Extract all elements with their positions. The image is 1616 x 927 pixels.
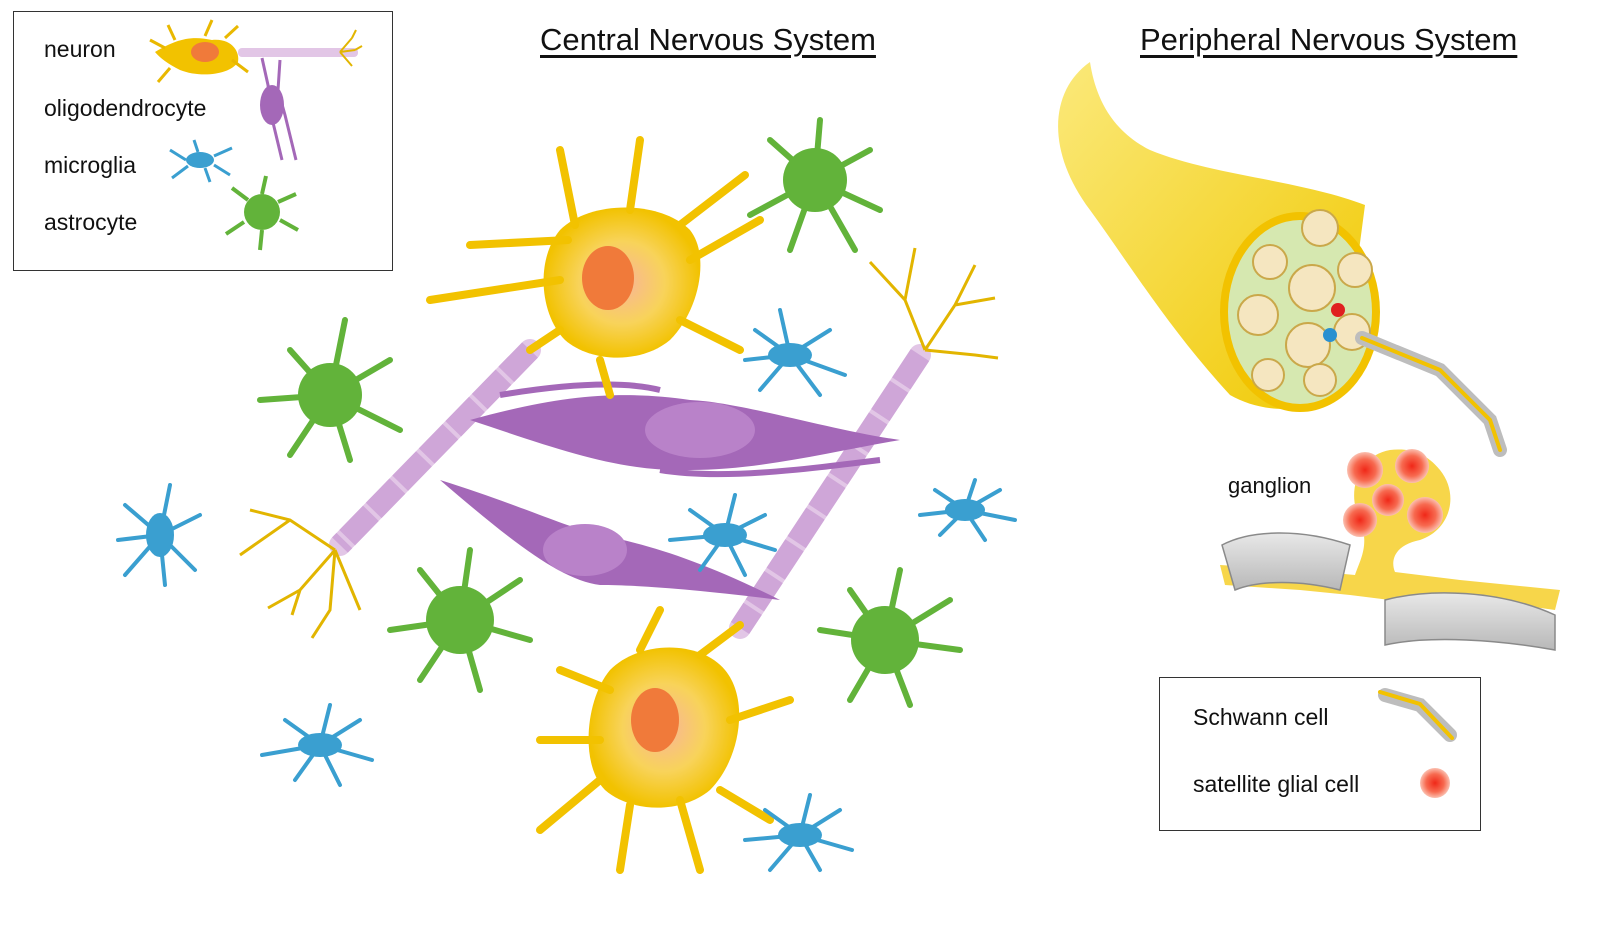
axon-terminal [239, 247, 999, 639]
neuron [536, 606, 794, 874]
schwann-cell-icon [1378, 688, 1457, 742]
blood-vessels [1323, 303, 1345, 342]
legend-astrocyte-label: astrocyte [44, 209, 138, 235]
neuron [426, 136, 764, 399]
microglia-icon [169, 139, 233, 183]
oligodendrocyte-icon [260, 57, 298, 161]
satellite-glial-cell-icon [1420, 768, 1450, 798]
nerve-fascicles [1237, 209, 1373, 397]
microglia-bodies [146, 343, 985, 847]
legend-neuron-label: neuron [44, 36, 116, 62]
cns-title: Central Nervous System [540, 22, 876, 57]
myelinated-axon [329, 339, 931, 639]
legend-oligodendrocyte-label: oligodendrocyte [44, 95, 207, 121]
astrocyte-bodies [298, 148, 919, 674]
neuron-icon [149, 19, 363, 83]
cns-legend: neuron oligodendrocyte microglia astrocy… [13, 11, 393, 271]
microglia [116, 308, 1017, 872]
pns-title: Peripheral Nervous System [1140, 22, 1518, 57]
ganglion [1220, 449, 1560, 651]
oligodendrocyte [440, 381, 900, 600]
legend-schwann-label: Schwann cell [1193, 704, 1329, 730]
astrocyte-icon [224, 175, 299, 251]
legend-satellite-label: satellite glial cell [1193, 771, 1360, 797]
legend-microglia-label: microglia [44, 152, 137, 178]
ganglion-label: ganglion [1228, 473, 1312, 498]
satellite-glial-cells [1343, 449, 1443, 537]
schwann-axon [1355, 331, 1507, 457]
